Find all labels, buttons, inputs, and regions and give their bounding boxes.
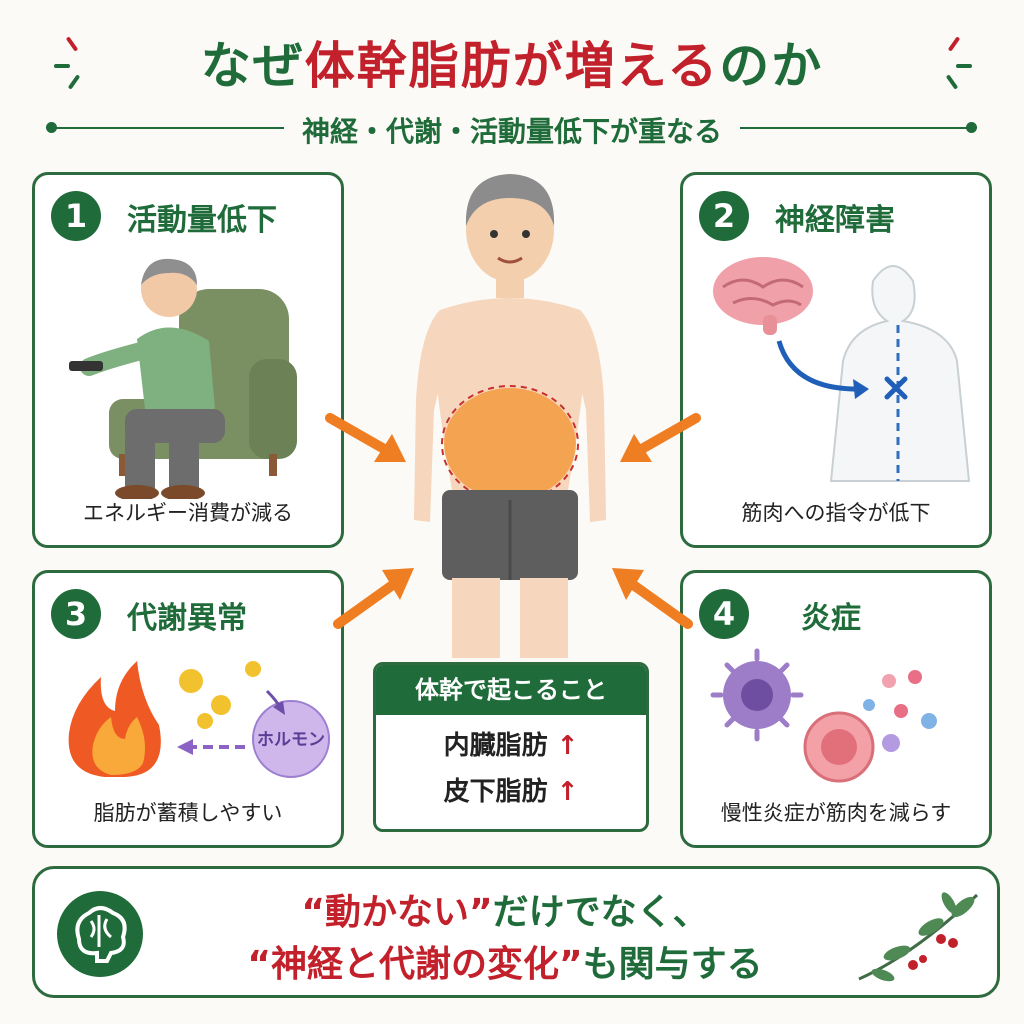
title-part-1: なぜ xyxy=(200,37,305,95)
card-inflammation: 4 炎症 慢性炎症が筋肉を減らす xyxy=(680,570,992,848)
quoted-phrase: “動かない” xyxy=(301,892,493,933)
card-number: 2 xyxy=(699,191,749,241)
up-arrow-icon: ↑ xyxy=(556,777,579,807)
box-heading: 体幹で起こること xyxy=(376,665,646,715)
card-caption: 慢性炎症が筋肉を減らす xyxy=(720,801,952,825)
card-activity: 1 活動量低下 エネルギー消費が減る xyxy=(32,172,344,548)
trunk-effects-box: 体幹で起こること 内臓脂肪 ↑ 皮下脂肪 ↑ xyxy=(373,662,649,832)
body-silhouette xyxy=(829,265,971,482)
conclusion-line-1: “動かない”だけでなく、 xyxy=(155,883,855,935)
remote-icon xyxy=(69,361,103,371)
card-title: 代謝異常 xyxy=(127,601,247,636)
title-part-2: 体幹脂肪が増える xyxy=(304,37,720,95)
leaf-branch-icon xyxy=(858,892,979,982)
sitting-man-illustration xyxy=(69,258,297,499)
line-text: だけでなく、 xyxy=(492,892,709,933)
page-subtitle: 神経・代謝・活動量低下が重なる xyxy=(0,110,1024,150)
metabolism-illustration: ホルモン xyxy=(68,661,330,778)
conclusion-line-2: “神経と代謝の変化”も関与する xyxy=(155,935,855,987)
card-caption: 脂肪が蓄積しやすい xyxy=(93,801,283,825)
card-metabolism: 3 代謝異常 ホルモン 脂肪が蓄積しやすい xyxy=(32,570,344,848)
card-title: 炎症 xyxy=(801,601,861,636)
page-title: なぜ体幹脂肪が増えるのか xyxy=(0,26,1024,98)
arrow-from-card-3 xyxy=(333,568,414,629)
block-x-icon xyxy=(884,376,908,400)
card-title: 神経障害 xyxy=(775,203,895,238)
row-label: 皮下脂肪 xyxy=(443,777,548,807)
box-row-subcutaneous: 皮下脂肪 ↑ xyxy=(376,769,646,815)
subtitle-dot-right xyxy=(966,122,977,133)
card-number: 3 xyxy=(51,589,101,639)
cell-icon xyxy=(803,711,875,783)
hormone-label: ホルモン xyxy=(257,730,325,750)
box-row-visceral: 内臓脂肪 ↑ xyxy=(376,723,646,769)
brain-icon xyxy=(713,257,813,335)
card-nerve: 2 神経障害 筋肉への指令が低下 xyxy=(680,172,992,548)
arrow-from-card-4 xyxy=(612,568,693,629)
row-label: 内臓脂肪 xyxy=(443,731,548,761)
belly-fat-highlight xyxy=(444,388,576,500)
nerve-illustration xyxy=(713,257,971,482)
central-man-illustration xyxy=(414,174,606,658)
arrow-from-card-2 xyxy=(620,413,701,462)
card-caption: 筋肉への指令が低下 xyxy=(741,501,931,525)
hormone-icon xyxy=(252,700,330,778)
card-title: 活動量低下 xyxy=(127,203,277,238)
brain-badge xyxy=(57,891,143,977)
brain-icon xyxy=(75,906,127,963)
card-caption: エネルギー消費が減る xyxy=(83,501,293,525)
subtitle-dot-left xyxy=(46,122,57,133)
subtitle-text: 神経・代謝・活動量低下が重なる xyxy=(283,115,740,148)
card-number: 1 xyxy=(51,191,101,241)
title-part-3: のか xyxy=(719,37,824,95)
line-text: も関与する xyxy=(582,944,763,985)
inflammation-illustration xyxy=(710,648,937,783)
arrow-from-card-1 xyxy=(325,413,406,462)
quoted-phrase: “神経と代謝の変化” xyxy=(247,944,583,985)
conclusion-banner: “動かない”だけでなく、 “神経と代謝の変化”も関与する xyxy=(32,866,1000,998)
germ-icon xyxy=(710,648,804,742)
flame-icon xyxy=(68,661,161,777)
card-number: 4 xyxy=(699,589,749,639)
up-arrow-icon: ↑ xyxy=(556,731,579,761)
